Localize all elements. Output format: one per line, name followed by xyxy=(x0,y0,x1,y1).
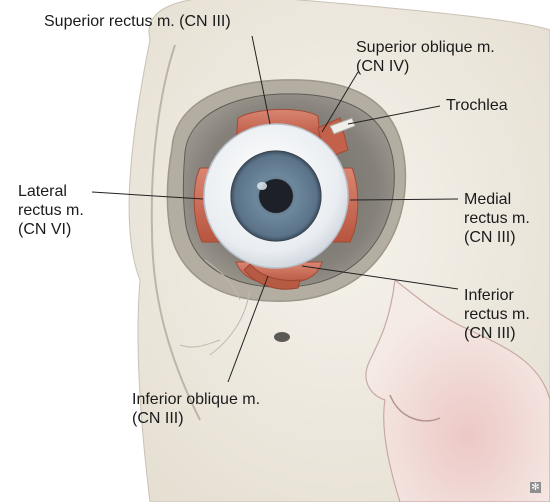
label-medial-rectus-line1: Medial xyxy=(464,191,512,208)
corneal-highlight xyxy=(257,182,267,190)
trochlea xyxy=(329,117,356,135)
label-superior-oblique: Superior oblique m. (CN IV) xyxy=(356,38,495,76)
asterisk-icon: ✻ xyxy=(530,482,541,493)
label-lateral-rectus-line1: Lateral xyxy=(18,183,67,200)
label-inferior-rectus-line3: (CN III) xyxy=(464,325,516,342)
label-lateral-rectus-line3: (CN VI) xyxy=(18,221,72,238)
inferior-oblique-muscle xyxy=(243,263,301,290)
label-inferior-rectus-line2: rectus m. xyxy=(464,306,530,323)
label-inferior-rectus: Inferior rectus m. (CN III) xyxy=(464,286,530,343)
label-medial-rectus-line3: (CN III) xyxy=(464,229,516,246)
nose xyxy=(365,278,550,502)
label-inferior-oblique: Inferior oblique m. (CN III) xyxy=(132,390,260,428)
label-medial-rectus: Medial rectus m. (CN III) xyxy=(464,190,530,247)
leader-lines xyxy=(91,35,459,383)
label-superior-oblique-line2: (CN IV) xyxy=(356,58,410,75)
zygomatic-outline xyxy=(150,44,201,421)
bone-fissures xyxy=(179,259,251,356)
infraorbital-foramen xyxy=(274,332,290,342)
label-lateral-rectus-line2: rectus m. xyxy=(18,202,84,219)
label-superior-oblique-line1: Superior oblique m. xyxy=(356,39,495,56)
label-inferior-oblique-line1: Inferior oblique m. xyxy=(132,391,261,408)
label-superior-rectus: Superior rectus m. (CN III) xyxy=(44,13,231,30)
label-trochlea: Trochlea xyxy=(446,97,508,114)
label-inferior-rectus-line1: Inferior xyxy=(464,287,514,304)
label-inferior-oblique-line2: (CN III) xyxy=(132,410,184,427)
pupil xyxy=(259,179,293,213)
nostril xyxy=(389,394,441,422)
label-medial-rectus-line2: rectus m. xyxy=(464,210,530,227)
label-lateral-rectus: Lateral rectus m. (CN VI) xyxy=(18,182,84,239)
